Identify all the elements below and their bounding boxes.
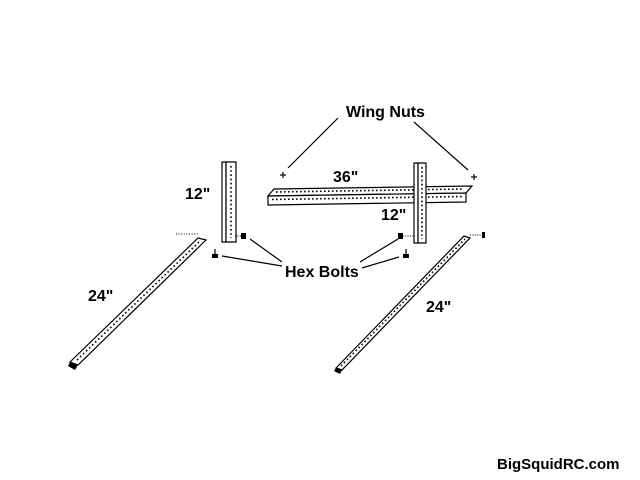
wing-nut-right: [471, 174, 477, 180]
wing-nuts-leaders: [287, 117, 469, 171]
right-post-length-label: 12": [381, 207, 406, 224]
hex-bolt-right-vertical: [403, 249, 409, 258]
watermark: BigSquidRC.com: [497, 456, 620, 473]
right-rail-length-label: 24": [426, 299, 451, 316]
wing-nut-left: [280, 172, 286, 178]
wing-nuts-label: Wing Nuts: [346, 104, 425, 121]
left-rail-24in: [68, 233, 208, 370]
top-bar-length-label: 36": [333, 169, 358, 186]
hex-bolt-right-horizontal: [398, 233, 414, 239]
top-bar-holes: [271, 188, 465, 201]
right-post-12in: [413, 162, 427, 244]
top-bar-36in: [266, 185, 474, 206]
left-rail-length-label: 24": [88, 288, 113, 305]
left-post-length-label: 12": [185, 186, 210, 203]
hex-bolt-rail-right-end: [470, 232, 485, 238]
hex-bolt-left-vertical: [212, 249, 218, 258]
right-rail-24in: [334, 235, 472, 374]
left-post-12in: [221, 161, 237, 243]
hex-bolt-left-horizontal: [235, 233, 246, 239]
hex-bolts-leaders: [221, 238, 400, 269]
hex-bolts-label: Hex Bolts: [285, 264, 359, 281]
